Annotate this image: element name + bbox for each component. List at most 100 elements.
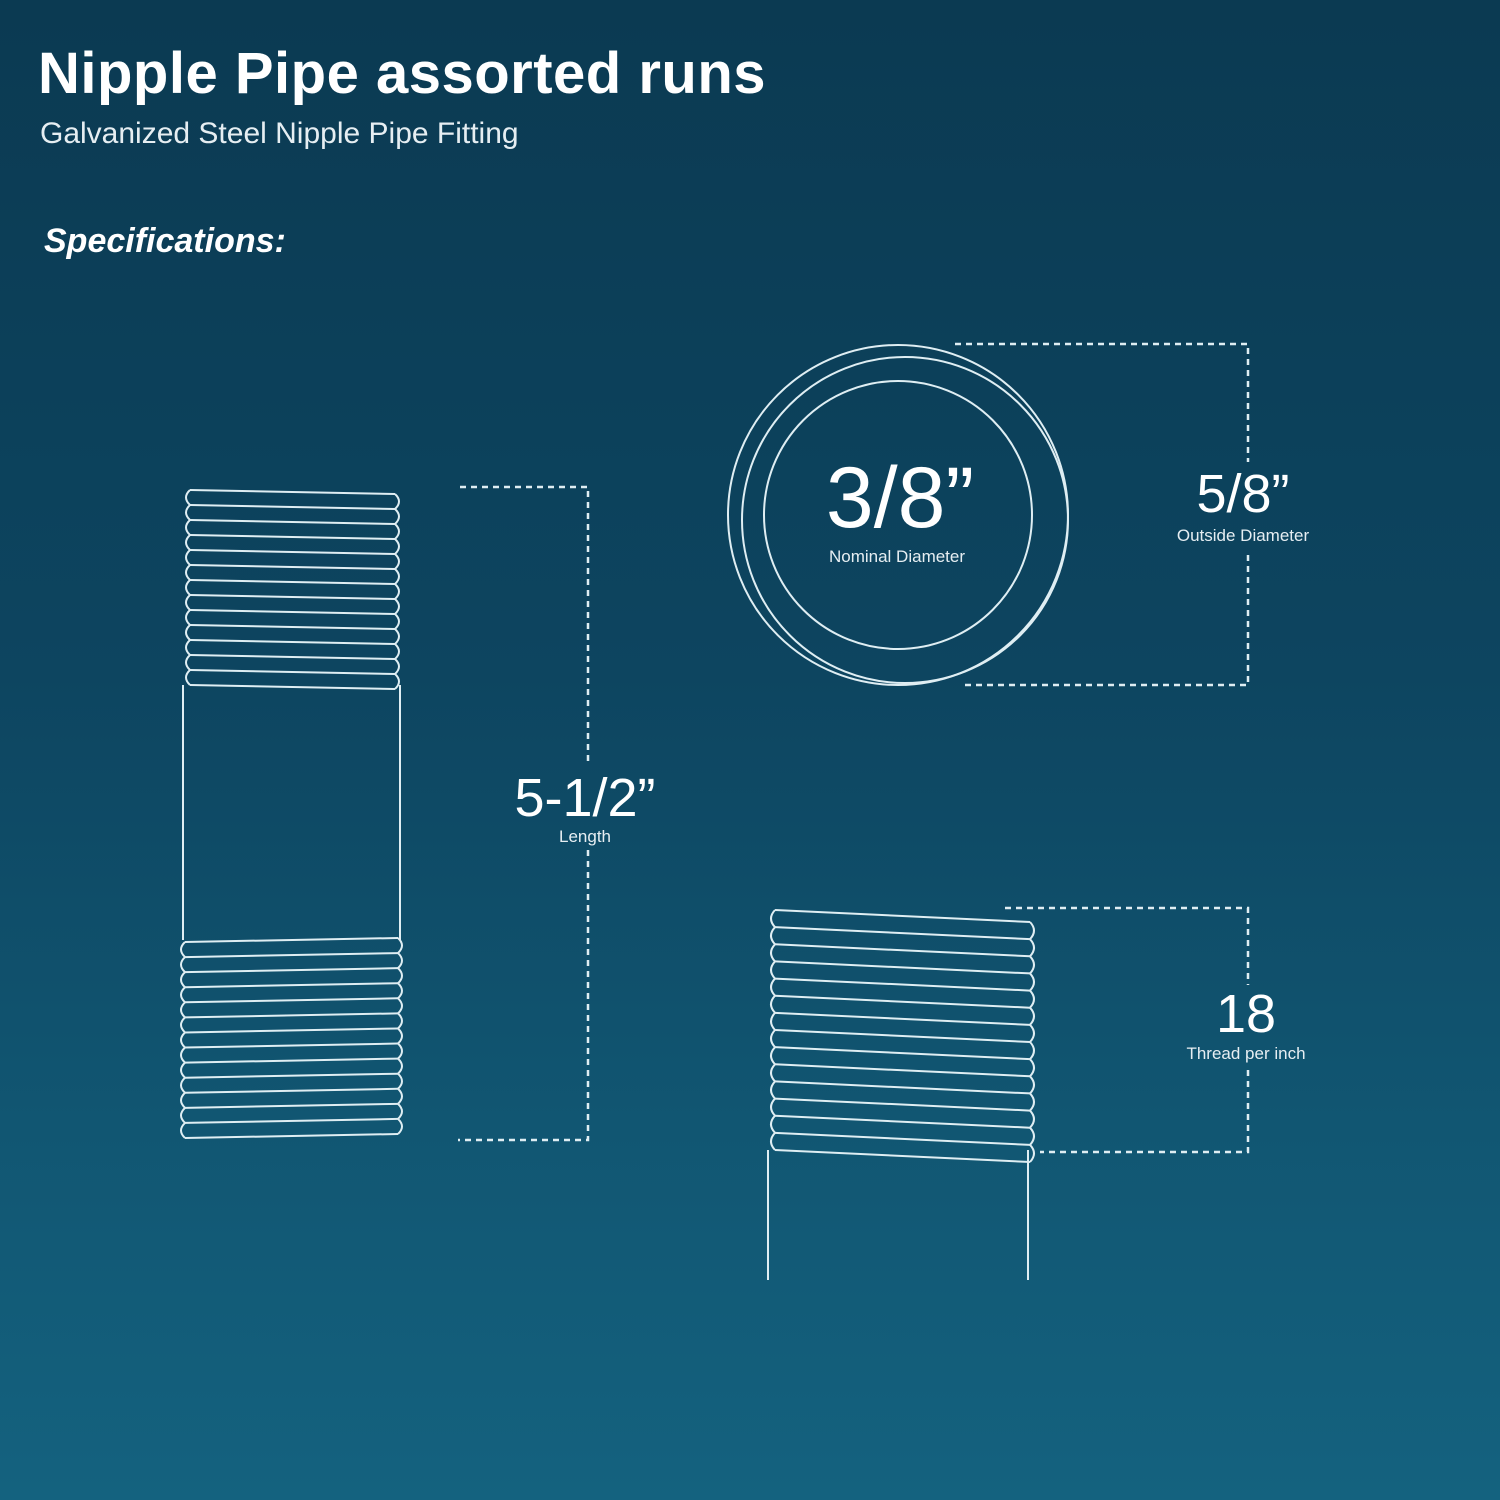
- thread-crest: [397, 982, 403, 1000]
- thread-line: [774, 1011, 1031, 1026]
- page-subtitle: Galvanized Steel Nipple Pipe Fitting: [40, 117, 519, 150]
- thread-line: [774, 1131, 1031, 1146]
- thread-line: [189, 564, 396, 570]
- thread-line: [189, 489, 396, 495]
- thread-crest: [397, 997, 403, 1015]
- thread-line: [774, 1080, 1031, 1095]
- outside-diameter-dimension-line: [955, 342, 1250, 687]
- thread-crest: [185, 594, 191, 611]
- thread-line: [774, 994, 1031, 1009]
- nominal-diameter-value: 3/8”: [825, 450, 975, 546]
- thread-crest: [185, 564, 191, 581]
- thread-crest: [1029, 1041, 1035, 1060]
- thread-line: [189, 519, 396, 525]
- thread-crest: [397, 1103, 403, 1120]
- thread-line: [189, 579, 396, 585]
- thread-crest: [770, 1132, 776, 1151]
- nominal-diameter-label: Nominal Diameter: [828, 547, 966, 566]
- thread-crest: [770, 926, 776, 945]
- thread-crest: [394, 508, 400, 525]
- thread-crest: [397, 1118, 403, 1135]
- thread-line: [189, 654, 396, 660]
- thread-crest: [397, 1012, 403, 1030]
- thread-crest: [770, 943, 776, 963]
- thread-crest: [770, 1097, 776, 1117]
- thread-crest: [394, 643, 400, 660]
- thread-crest: [180, 941, 186, 958]
- thread-crest: [770, 995, 776, 1014]
- thread-line: [189, 594, 396, 600]
- thread-crest: [1029, 955, 1035, 975]
- thread-crest: [185, 654, 191, 671]
- thread-crest: [180, 1107, 186, 1124]
- thread-crest: [1029, 1144, 1035, 1163]
- thread-crest: [180, 1061, 186, 1079]
- thread-crest: [394, 613, 400, 630]
- thread-line: [774, 977, 1031, 992]
- thread-crest: [1029, 1092, 1035, 1112]
- thread-crest: [770, 1012, 776, 1031]
- thread-crest: [394, 493, 400, 510]
- thread-crest: [185, 504, 191, 521]
- specifications-heading: Specifications:: [44, 222, 286, 260]
- threads-label: Thread per inch: [1186, 1044, 1306, 1063]
- length-label: Length: [559, 827, 611, 846]
- thread-crest: [397, 1072, 403, 1090]
- thread-crest: [185, 609, 191, 626]
- thread-crest: [180, 1031, 186, 1049]
- page-title: Nipple Pipe assorted runs: [38, 41, 767, 106]
- thread-crest: [397, 967, 403, 984]
- thread-crest: [397, 1088, 403, 1105]
- thread-crest: [180, 1122, 186, 1139]
- pipe-end-view: [727, 344, 1069, 686]
- thread-crest: [397, 937, 403, 954]
- thread-crest: [1029, 921, 1035, 940]
- thread-crest: [394, 538, 400, 555]
- thread-line: [189, 504, 396, 510]
- thread-crest: [180, 1016, 186, 1034]
- thread-line: [774, 926, 1031, 941]
- thread-crest: [770, 977, 776, 997]
- pipe-thread-closeup: [767, 909, 1035, 1280]
- thread-crest: [185, 624, 191, 641]
- thread-crest: [770, 1063, 776, 1083]
- thread-crest: [180, 1076, 186, 1094]
- thread-line: [184, 952, 399, 959]
- thread-crest: [185, 549, 191, 566]
- thread-crest: [1029, 1007, 1035, 1026]
- thread-line: [774, 1046, 1031, 1061]
- thread-line: [774, 1097, 1031, 1112]
- threads-value: 18: [1215, 984, 1277, 1044]
- thread-line: [184, 982, 399, 989]
- outside-diameter-value: 5/8”: [1196, 464, 1290, 524]
- thread-line: [184, 1027, 399, 1034]
- thread-crest: [1029, 938, 1035, 957]
- thread-crest: [394, 628, 400, 645]
- thread-crest: [185, 639, 191, 656]
- thread-line: [184, 1057, 399, 1064]
- thread-line: [184, 1042, 399, 1049]
- thread-crest: [180, 1092, 186, 1109]
- thread-line: [184, 1117, 399, 1124]
- thread-line: [189, 684, 396, 690]
- thread-line: [774, 1029, 1031, 1043]
- thread-crest: [1029, 989, 1035, 1009]
- thread-crest: [1029, 972, 1035, 992]
- thread-crest: [394, 673, 400, 690]
- thread-crest: [180, 971, 186, 988]
- thread-crest: [394, 553, 400, 570]
- thread-crest: [394, 523, 400, 540]
- thread-crest: [180, 1046, 186, 1064]
- thread-crest: [1029, 1024, 1035, 1043]
- thread-crest: [770, 1115, 776, 1134]
- thread-line: [189, 624, 396, 630]
- thread-crest: [185, 519, 191, 536]
- thread-line: [184, 1133, 399, 1139]
- thread-line: [189, 639, 396, 645]
- thread-line: [189, 669, 396, 675]
- length-dimension-line: [458, 485, 590, 1142]
- thread-crest: [180, 986, 186, 1004]
- thread-line: [184, 1072, 399, 1079]
- thread-crest: [770, 1029, 776, 1048]
